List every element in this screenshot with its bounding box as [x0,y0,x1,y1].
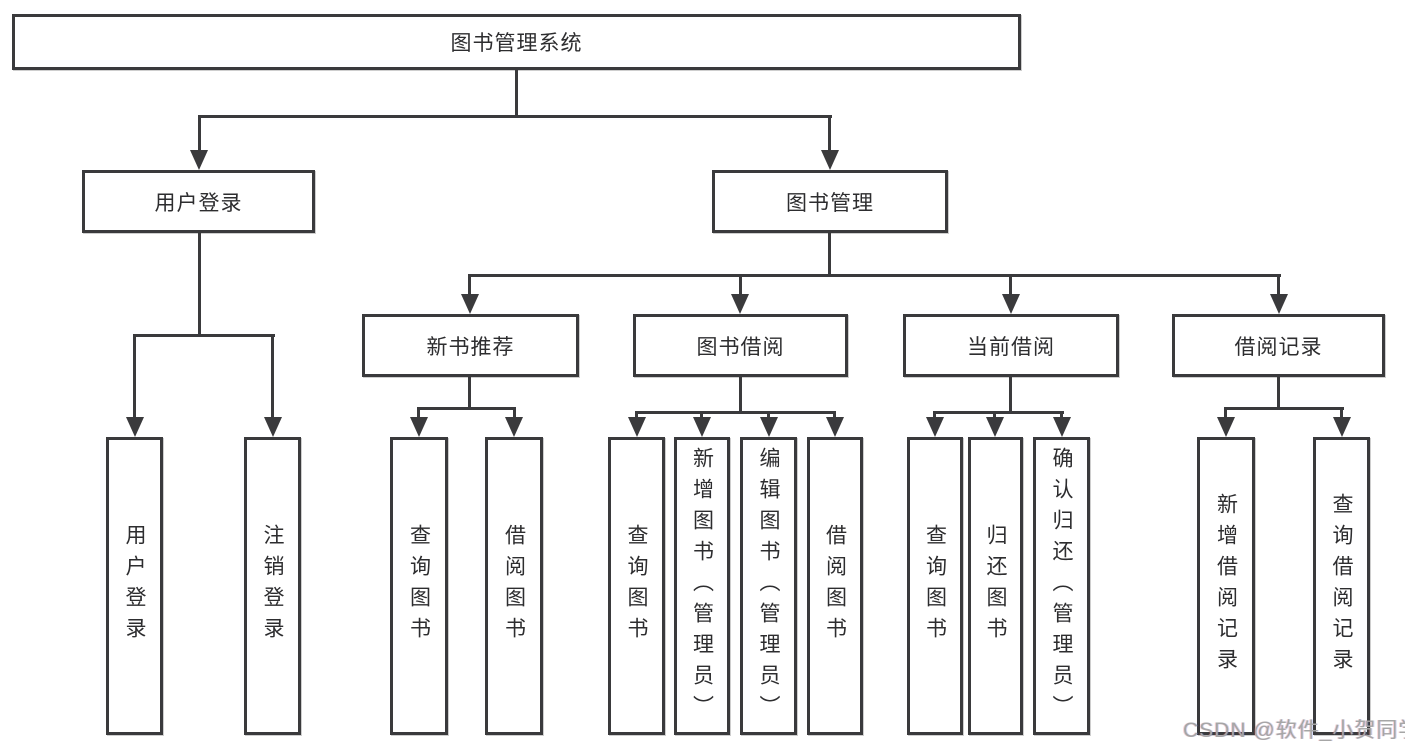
connector-line [468,274,1281,277]
connector-line [133,334,136,419]
connector-line [1277,377,1280,410]
arrowhead-down-icon [190,150,208,170]
node-label: 用户登录 [154,191,243,215]
connector-line [739,274,742,298]
leaf-label: 借阅图书 [502,524,526,648]
connector-line [1340,407,1343,420]
arrowhead-down-icon [461,294,479,314]
leaf-return-book: 归还图书 [968,437,1023,735]
node-label: 图书管理 [786,191,874,215]
node-current-borrowing: 当前借阅 [903,314,1119,377]
leaf-query-borrow-record: 查询借阅记录 [1313,437,1370,735]
connector-line [1224,407,1344,410]
connector-line [1224,407,1227,420]
leaf-label: 查询图书 [407,524,431,648]
node-label: 新书推荐 [426,335,515,359]
leaf-borrow-books-borrowing: 借阅图书 [807,437,863,735]
connector-line [468,377,471,410]
leaf-label: 查询图书 [923,524,947,648]
arrowhead-down-icon [826,417,844,437]
connector-line [739,377,742,414]
leaf-label: 用户登录 [123,524,146,648]
connector-line [133,334,275,337]
arrowhead-down-icon [1217,417,1235,437]
connector-line [933,411,1064,414]
leaf-label: 确认归还（管理员） [1050,446,1073,726]
arrowhead-down-icon [760,417,778,437]
leaf-edit-book-admin: 编辑图书（管理员） [740,437,797,735]
arrowhead-down-icon [821,150,839,170]
connector-line [635,411,638,420]
arrowhead-down-icon [986,417,1004,437]
arrowhead-down-icon [1002,294,1020,314]
leaf-user-login: 用户登录 [106,437,163,735]
node-borrowing-records: 借阅记录 [1172,314,1385,377]
leaf-label: 查询借阅记录 [1330,493,1353,679]
connector-line [1009,377,1012,414]
leaf-add-book-admin: 新增图书（管理员） [674,437,730,735]
arrowhead-down-icon [1333,417,1351,437]
arrowhead-down-icon [1270,294,1288,314]
arrowhead-down-icon [410,417,428,437]
leaf-label: 注销登录 [261,524,284,648]
connector-line [198,233,201,337]
arrowhead-down-icon [505,417,523,437]
node-book-management: 图书管理 [712,170,948,233]
arrowhead-down-icon [126,417,144,437]
arrowhead-down-icon [1053,417,1071,437]
leaf-label: 查询图书 [625,524,648,648]
leaf-logout: 注销登录 [244,437,301,735]
watermark: CSDN @软件_小贺同学 [1183,719,1405,742]
connector-line [1277,274,1280,298]
node-book-borrowing: 图书借阅 [633,314,848,377]
connector-line [1009,274,1012,298]
connector-line [828,115,831,153]
node-root-library-system: 图书管理系统 [12,14,1021,70]
connector-line [993,411,996,420]
connector-line [635,411,836,414]
arrowhead-down-icon [628,417,646,437]
leaf-borrow-books-recommend: 借阅图书 [485,437,543,735]
connector-line [833,411,836,420]
connector-line [198,115,201,153]
connector-line [515,69,518,118]
leaf-label: 新增借阅记录 [1214,493,1238,679]
connector-line [198,115,832,118]
connector-line [828,233,831,277]
node-label: 图书借阅 [696,335,785,359]
arrowhead-down-icon [731,294,749,314]
leaf-label: 借阅图书 [823,524,847,648]
node-user-login: 用户登录 [82,170,315,233]
connector-line [468,274,471,298]
leaf-label: 归还图书 [984,524,1007,648]
node-label: 借阅记录 [1234,335,1323,359]
arrowhead-down-icon [926,417,944,437]
arrowhead-down-icon [693,417,711,437]
leaf-query-books-borrowing: 查询图书 [608,437,665,735]
connector-line [700,411,703,420]
node-new-book-recommendation: 新书推荐 [362,314,579,377]
leaf-add-borrow-record: 新增借阅记录 [1197,437,1255,735]
leaf-query-books-current: 查询图书 [907,437,963,735]
leaf-confirm-return-admin: 确认归还（管理员） [1033,437,1090,735]
node-label: 图书管理系统 [450,32,583,55]
connector-line [271,334,274,419]
connector-line [513,407,516,420]
connector-line [417,407,516,410]
connector-line [933,411,936,420]
leaf-label: 新增图书（管理员） [690,446,714,726]
connector-line [417,407,420,420]
connector-line [1060,411,1063,420]
connector-line [767,411,770,420]
leaf-query-books-recommend: 查询图书 [390,437,448,735]
leaf-label: 编辑图书（管理员） [757,446,780,726]
node-label: 当前借阅 [967,335,1055,359]
arrowhead-down-icon [264,417,282,437]
